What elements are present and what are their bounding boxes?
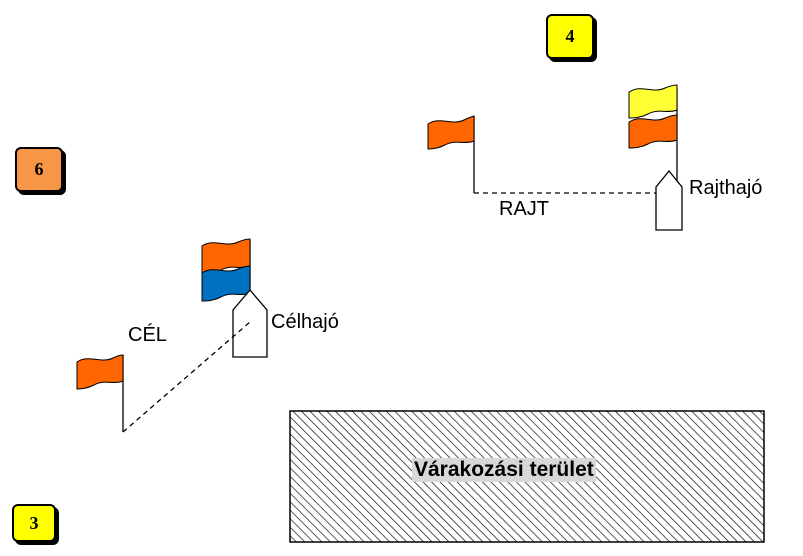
- start-line-label: RAJT: [499, 198, 549, 220]
- orange-flag-icon: [76, 354, 124, 390]
- orange-flag-icon: [427, 115, 475, 150]
- mark-4: 4: [546, 14, 594, 59]
- mark-6-label: 6: [34, 159, 44, 179]
- waiting-area-label: Várakozási terület: [412, 458, 596, 482]
- yellow-flag-icon: [628, 84, 678, 119]
- orange-flag-icon: [628, 114, 678, 149]
- start-pin-flag-icon: [427, 115, 475, 193]
- finish-line: [122, 321, 251, 433]
- mark-3-label: 3: [29, 512, 39, 533]
- finish-line-label: CÉL: [128, 324, 167, 346]
- blue-flag-icon: [201, 265, 251, 302]
- mark-6: 6: [15, 147, 63, 192]
- finish-pin-flag-icon: [76, 354, 124, 432]
- finish-boat-label: Célhajó: [271, 311, 339, 333]
- finish-boat-icon: [232, 288, 268, 358]
- start-boat-flags-icon: [628, 84, 678, 196]
- mark-4-label: 4: [565, 26, 575, 46]
- start-boat-label: Rajthajó: [689, 177, 763, 199]
- start-boat-icon: [655, 169, 683, 231]
- mark-3: 3: [12, 504, 56, 542]
